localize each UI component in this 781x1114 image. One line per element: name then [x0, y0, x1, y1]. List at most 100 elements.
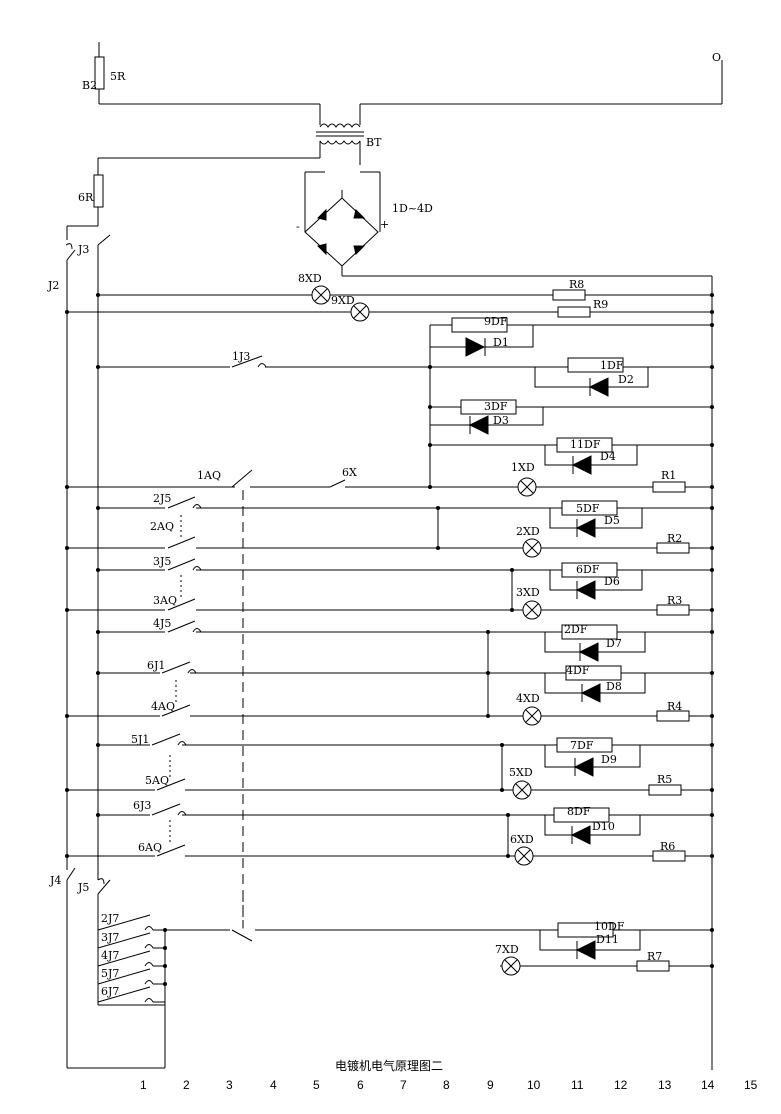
- label-d8: D8: [606, 680, 622, 693]
- label-6x: 6X: [342, 466, 357, 479]
- coil-11df: [556, 437, 613, 453]
- label-2j5: 2J5: [153, 492, 171, 505]
- label-6j1: 6J1: [147, 659, 165, 672]
- column-number: 3: [226, 1078, 233, 1092]
- column-number: 12: [614, 1078, 628, 1092]
- column-number: 14: [701, 1078, 715, 1092]
- label-d7: D7: [606, 637, 622, 650]
- label-r9: R9: [593, 298, 608, 311]
- label-d9: D9: [601, 753, 617, 766]
- label-r7: R7: [647, 950, 662, 963]
- column-number: 7: [400, 1078, 407, 1092]
- label-bt: BT: [366, 136, 382, 149]
- label-10df: 10DF: [594, 920, 625, 933]
- label-3j7: 3J7: [101, 931, 119, 944]
- resistor-r6: [652, 850, 686, 862]
- label-d1: D1: [493, 336, 509, 349]
- coil-3df: [460, 399, 517, 415]
- rectifier-bridge: [304, 197, 379, 267]
- label-d3: D3: [493, 414, 509, 427]
- label-3xd: 3XD: [516, 586, 540, 599]
- label-j3: J3: [77, 243, 89, 256]
- label-7xd: 7XD: [495, 943, 519, 956]
- label-d2: D2: [618, 373, 634, 386]
- label-3aq: 3AQ: [153, 594, 177, 607]
- switch-contacts: [65, 234, 346, 1006]
- label-3j5: 3J5: [153, 555, 171, 568]
- column-number: 15: [744, 1078, 758, 1092]
- component-labels: O B2 5R BT 6R 1D~4D - + J3 J2 8XD 9XD R8…: [47, 51, 721, 998]
- resistor-r2: [656, 542, 690, 554]
- label-4j7: 4J7: [101, 949, 119, 962]
- label-d6: D6: [604, 575, 620, 588]
- label-4aq: 4AQ: [151, 700, 175, 713]
- label-r8: R8: [569, 278, 584, 291]
- label-4xd: 4XD: [516, 692, 540, 705]
- coil-8df: [553, 807, 610, 823]
- coil-6df: [561, 562, 618, 578]
- label-bridge: 1D~4D: [392, 202, 433, 215]
- label-3df: 3DF: [484, 400, 508, 413]
- column-number: 10: [527, 1078, 541, 1092]
- column-number: 1: [140, 1078, 147, 1092]
- label-5aq: 5AQ: [145, 774, 169, 787]
- resistor-6r: [93, 174, 104, 208]
- label-d4: D4: [600, 450, 616, 463]
- coil-1df: [567, 357, 624, 373]
- transformer-secondary: [319, 140, 361, 145]
- resistor-r4: [656, 710, 690, 722]
- coil-4df: [565, 665, 622, 681]
- label-8xd: 8XD: [298, 272, 322, 285]
- label-8df: 8DF: [567, 805, 591, 818]
- junctions: [65, 293, 714, 986]
- label-b2: B2: [82, 79, 97, 92]
- label-1aq: 1AQ: [197, 469, 221, 482]
- label-1xd: 1XD: [511, 461, 535, 474]
- label-j4: J4: [49, 874, 61, 887]
- column-number: 11: [571, 1078, 584, 1092]
- drawing-title: 电镀机电气原理图二: [335, 1058, 443, 1073]
- column-number-row: 1 2 3 4 5 6 7 8 9 10 11 12 13 14 15: [140, 1078, 758, 1092]
- resistor-r9: [557, 306, 591, 318]
- coil-9df: [451, 317, 508, 333]
- label-r6: R6: [660, 840, 675, 853]
- label-6j7: 6J7: [101, 985, 119, 998]
- label-r4: R4: [667, 700, 682, 713]
- label-2df: 2DF: [564, 623, 588, 636]
- label-6j3: 6J3: [133, 799, 151, 812]
- resistor-r7: [636, 960, 670, 972]
- label-d11: D11: [596, 933, 619, 946]
- resistors: [451, 289, 690, 972]
- resistor-r8: [552, 289, 586, 301]
- transformer-primary: [319, 123, 361, 128]
- label-4df: 4DF: [566, 664, 590, 677]
- relay-links: [169, 515, 244, 930]
- coil-5df: [561, 500, 618, 516]
- resistor-r5: [648, 784, 682, 796]
- label-d5: D5: [604, 514, 620, 527]
- label-5df: 5DF: [576, 502, 600, 515]
- label-9xd: 9XD: [331, 294, 355, 307]
- label-j5: J5: [77, 881, 89, 894]
- label-6xd: 6XD: [510, 833, 534, 846]
- label-11df: 11DF: [570, 438, 601, 451]
- coil-7df: [556, 737, 613, 753]
- label-1j3: 1J3: [232, 350, 250, 363]
- label-j2: J2: [47, 279, 59, 292]
- label-7df: 7DF: [570, 739, 594, 752]
- label-minus: -: [296, 220, 300, 233]
- label-r5: R5: [657, 773, 672, 786]
- label-6r: 6R: [78, 191, 94, 204]
- column-number: 6: [357, 1078, 364, 1092]
- label-6aq: 6AQ: [138, 841, 162, 854]
- label-r3: R3: [667, 594, 682, 607]
- indicator-lamps: [311, 285, 542, 976]
- coil-10df: [557, 922, 614, 938]
- label-2j7: 2J7: [101, 912, 119, 925]
- diodes: [465, 337, 609, 960]
- diode-loops: [430, 325, 649, 951]
- label-o: O: [712, 51, 721, 64]
- label-6df: 6DF: [576, 563, 600, 576]
- label-d10: D10: [592, 820, 615, 833]
